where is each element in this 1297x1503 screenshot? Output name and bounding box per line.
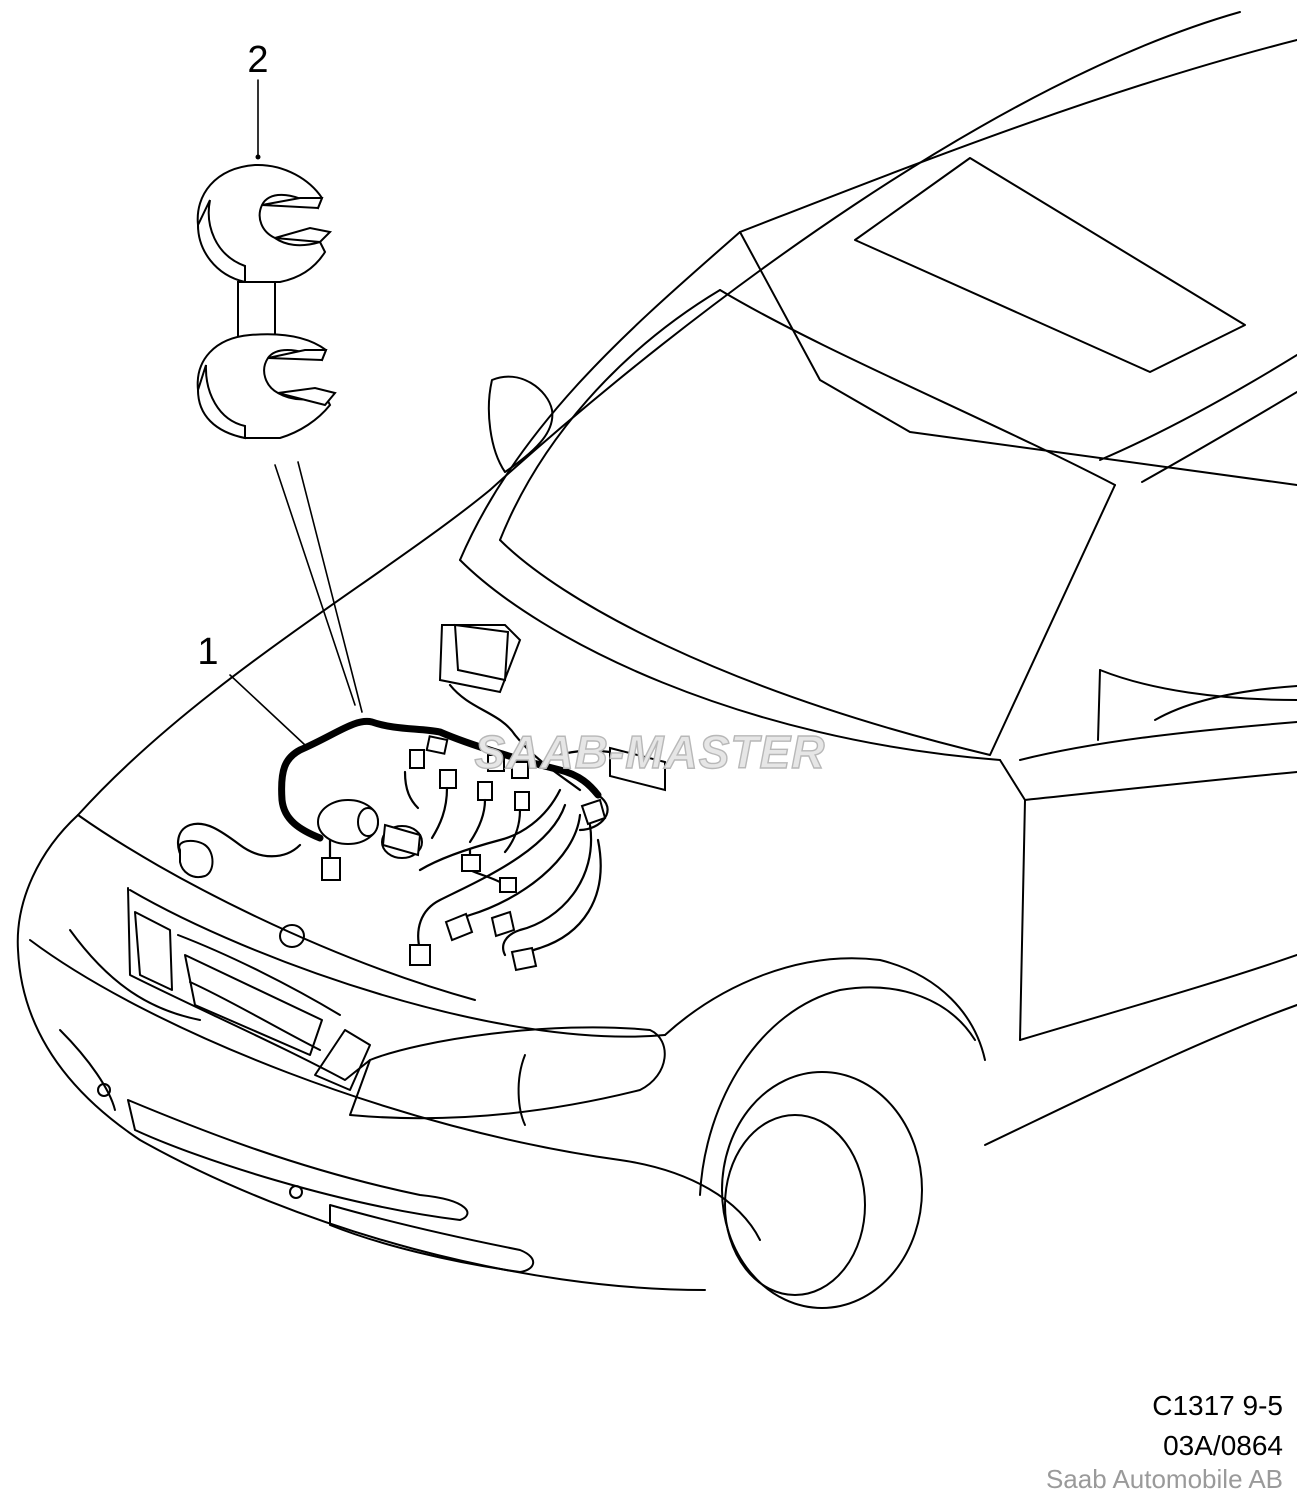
callout-2: 2 (247, 39, 269, 160)
wiring-harness-icon (177, 623, 666, 972)
watermark: SAAB-MASTER (475, 726, 826, 778)
callout-2-number: 2 (247, 39, 268, 81)
drawing-number: 03A/0864 (1163, 1430, 1283, 1461)
double-clip-icon (196, 163, 337, 440)
callout-1: 1 (197, 631, 310, 750)
publisher-credit: Saab Automobile AB (1045, 1464, 1283, 1494)
clip-leader-lines (274, 461, 363, 713)
figure-code: C1317 9-5 (1152, 1390, 1283, 1421)
callout-1-number: 1 (197, 631, 218, 673)
car-outline-icon (16, 11, 1297, 1309)
